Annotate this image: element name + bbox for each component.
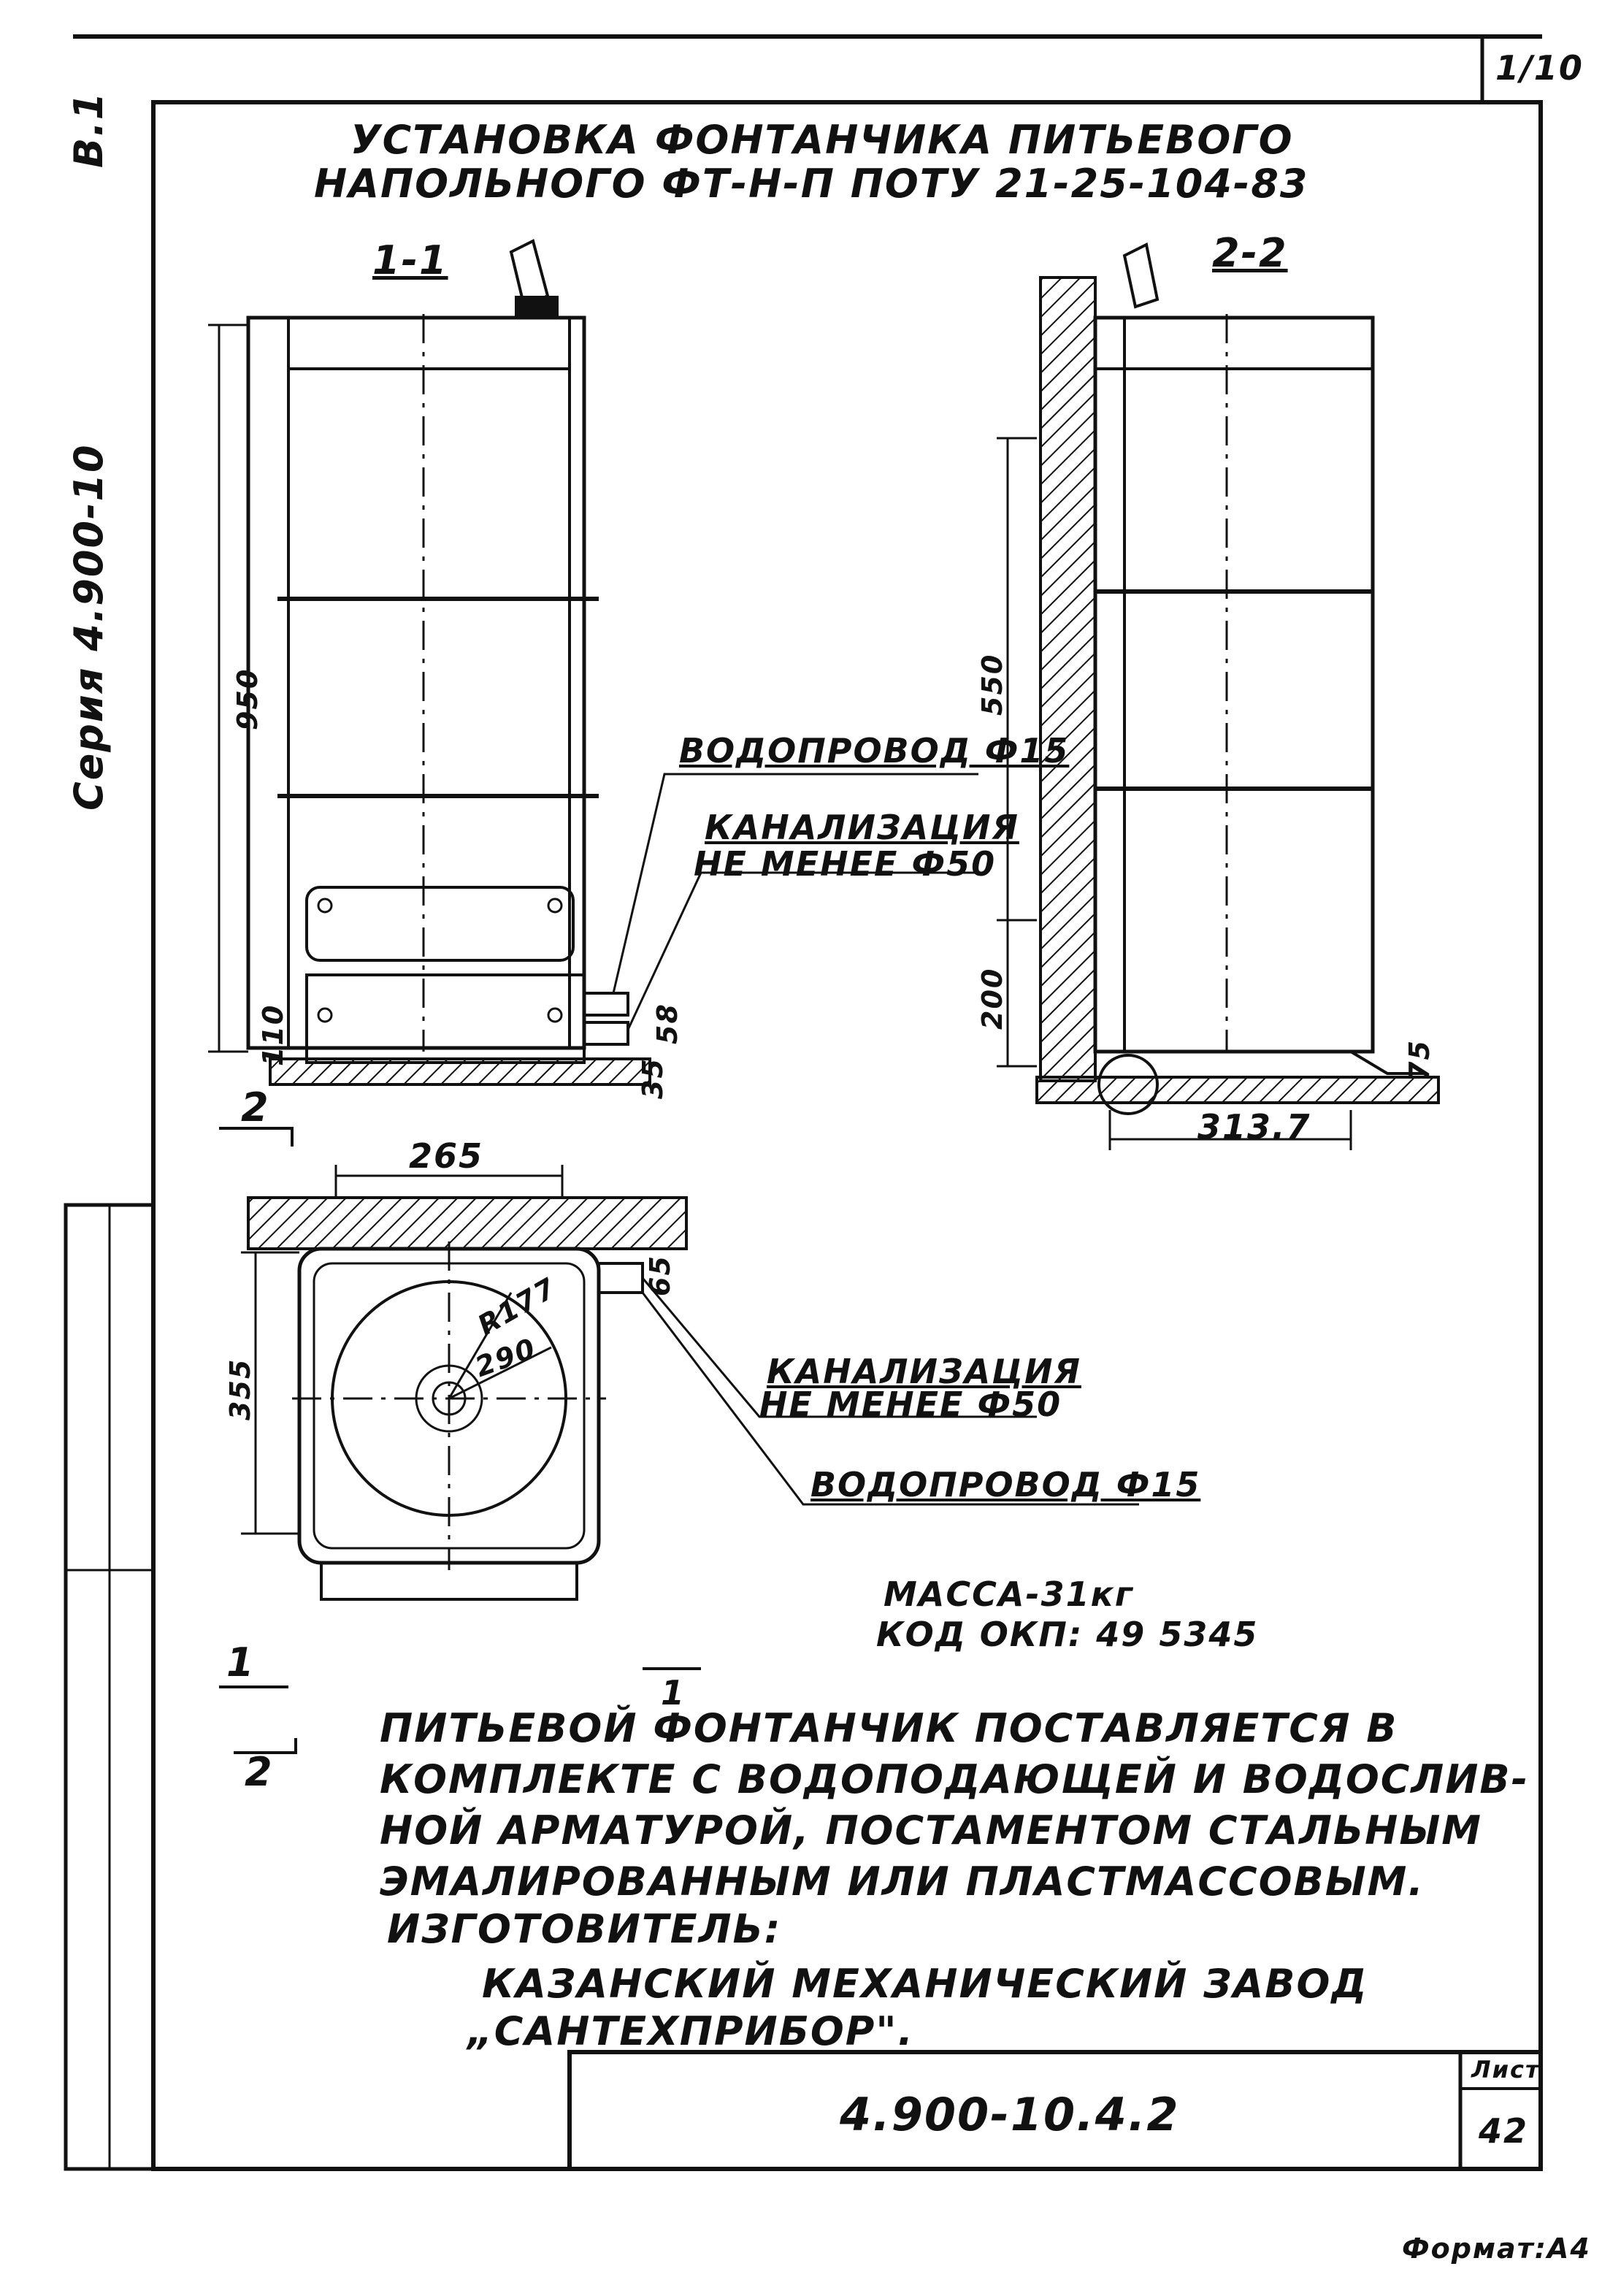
dim-depth-plan: 355 xyxy=(224,1358,256,1420)
callout-sewer-2-b: НЕ МЕНЕЕ Ф50 xyxy=(759,1385,1062,1424)
paper-format: Формат:А4 xyxy=(1402,2232,1591,2265)
section-1-1-label: 1-1 xyxy=(372,237,448,283)
cut-mark-2-left xyxy=(234,1738,297,1754)
sheet-number: 42 xyxy=(1479,2111,1529,2151)
section-mark-2-top: 2 xyxy=(241,1084,270,1130)
series-code: Серия 4.900-10 xyxy=(66,443,112,811)
callout-sewer-1-b: НЕ МЕНЕЕ Ф50 xyxy=(694,844,997,884)
cut-mark-2-top xyxy=(219,1127,294,1147)
drawing-title-line-2: НАПОЛЬНОГО ФТ-Н-П ПОТУ 21-25-104-83 xyxy=(314,161,1309,207)
dim-base-1: 110 xyxy=(257,1003,289,1066)
plan-view-drawing xyxy=(241,1165,1139,1601)
dim-depth: 313.7 xyxy=(1197,1107,1311,1147)
dim-small-3: 75 xyxy=(1403,1039,1436,1081)
callout-water-supply-2: ВОДОПРОВОД Ф15 xyxy=(810,1465,1201,1504)
dim-height-2: 550 xyxy=(976,653,1008,716)
dim-pipe-plan: 65 xyxy=(644,1255,676,1296)
dim-base-2: 200 xyxy=(976,967,1008,1030)
issue-label: В.1 xyxy=(66,91,112,168)
section-mark-1-center: 1 xyxy=(661,1673,686,1713)
sheet-corner-number: 1/10 xyxy=(1495,48,1584,88)
section-2-2-drawing xyxy=(997,242,1440,1150)
note-line-3: НОЙ АРМАТУРОЙ, ПОСТАМЕНТОМ СТАЛЬНЫМ xyxy=(380,1807,1483,1853)
callout-sewer-2-a: КАНАЛИЗАЦИЯ xyxy=(767,1352,1081,1391)
callout-water-supply-1: ВОДОПРОВОД Ф15 xyxy=(679,731,1070,770)
sheet-label: Лист xyxy=(1471,2056,1541,2083)
callout-sewer-1-a: КАНАЛИЗАЦИЯ xyxy=(705,808,1019,847)
spec-mass: МАССА-31кг xyxy=(884,1574,1134,1614)
dim-small-2: 35 xyxy=(637,1057,669,1099)
note-line-4: ЭМАЛИРОВАННЫМ ИЛИ ПЛАСТМАССОВЫМ. xyxy=(380,1859,1425,1905)
section-1-1-drawing xyxy=(208,239,978,1086)
spec-okp-code: КОД ОКП: 49 5345 xyxy=(876,1615,1259,1654)
document-code: 4.900-10.4.2 xyxy=(840,2088,1180,2141)
note-line-7: „САНТЕХПРИБОР". xyxy=(467,2008,915,2054)
dim-width-plan: 265 xyxy=(409,1136,484,1176)
note-line-6: КАЗАНСКИЙ МЕХАНИЧЕСКИЙ ЗАВОД xyxy=(482,1961,1368,2007)
dim-small-1: 58 xyxy=(651,1003,683,1044)
dim-height-1: 950 xyxy=(231,667,264,730)
section-2-2-label: 2-2 xyxy=(1212,230,1288,276)
note-line-2: КОМПЛЕКТЕ С ВОДОПОДАЮЩЕЙ И ВОДОСЛИВ- xyxy=(380,1756,1530,1802)
drawing-title-line-1: УСТАНОВКА ФОНТАНЧИКА ПИТЬЕВОГО xyxy=(350,117,1294,163)
title-block xyxy=(567,2050,1543,2171)
section-mark-1-left: 1 xyxy=(226,1639,256,1685)
section-mark-2-left: 2 xyxy=(245,1749,274,1795)
note-line-1: ПИТЬЕВОЙ ФОНТАНЧИК ПОСТАВЛЯЕТСЯ В xyxy=(380,1705,1398,1751)
note-line-5: ИЗГОТОВИТЕЛЬ: xyxy=(387,1906,782,1952)
